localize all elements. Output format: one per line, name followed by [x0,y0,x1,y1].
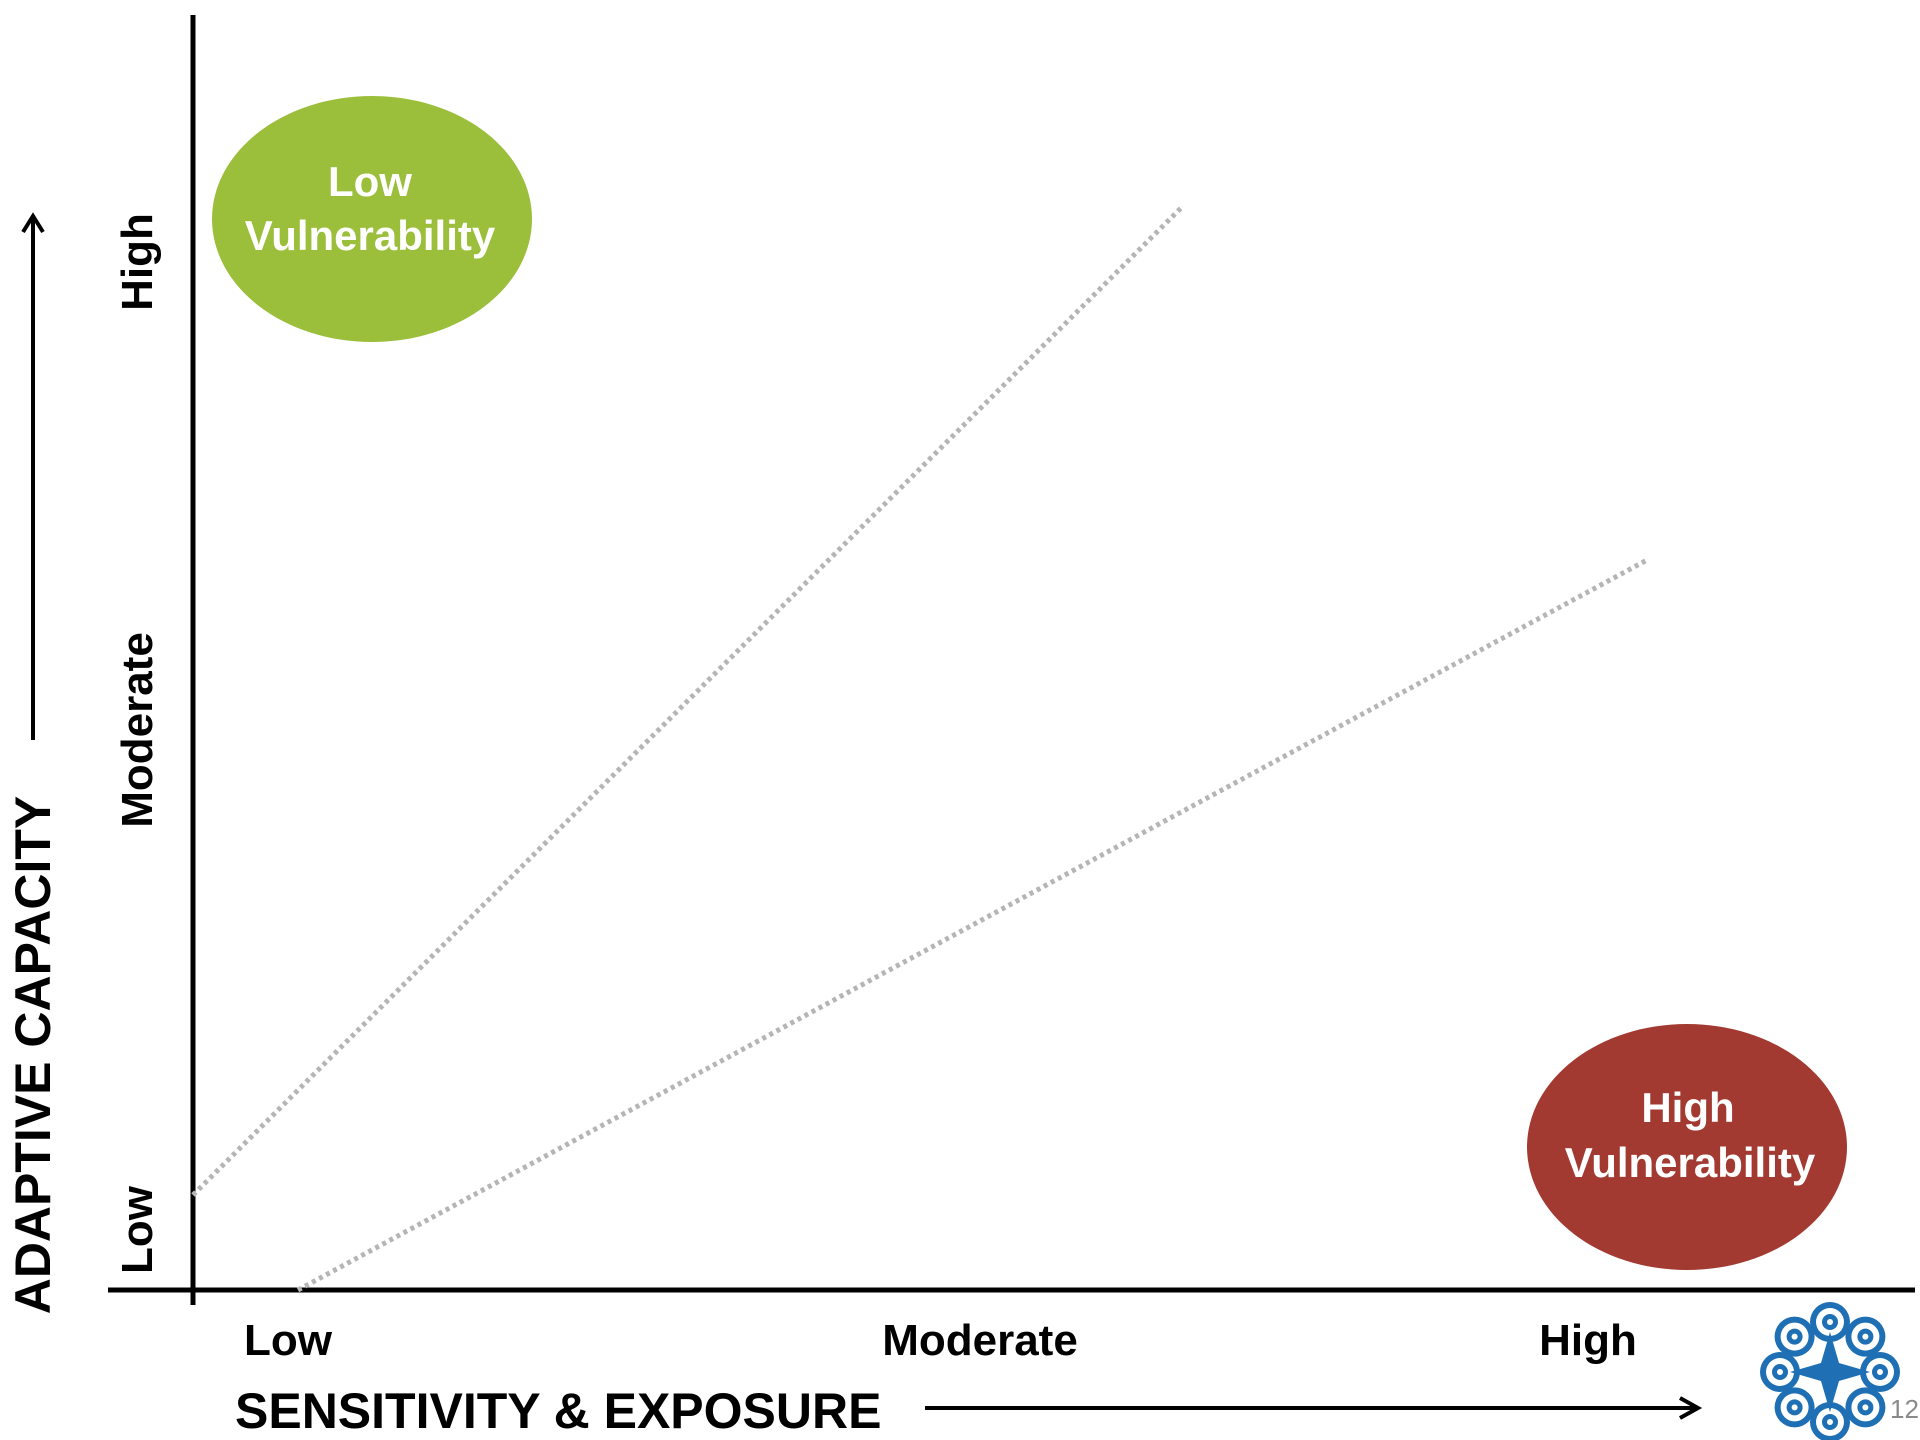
logo-ring [1760,1352,1800,1392]
high-vulnerability-bubble: High Vulnerability [1527,1024,1847,1270]
y-axis-title: ADAPTIVE CAPACITY [5,796,61,1315]
x-axis-title: SENSITIVITY & EXPOSURE [235,1383,881,1439]
high-vulnerability-line2: Vulnerability [1565,1139,1816,1186]
high-vulnerability-ellipse [1527,1024,1847,1270]
low-vulnerability-line2: Vulnerability [245,212,496,259]
flower-logo-icon [1760,1302,1900,1440]
logo-ring [1845,1316,1886,1357]
high-vulnerability-line1: High [1641,1084,1734,1131]
page-number: 12 [1890,1394,1919,1424]
y-tick-low: Low [113,1185,162,1274]
x-tick-low: Low [244,1316,333,1365]
x-tick-high: High [1539,1316,1637,1365]
logo-ring [1810,1402,1850,1440]
y-tick-high: High [113,213,162,311]
low-vulnerability-line1: Low [328,158,412,205]
logo-ring [1810,1302,1850,1342]
y-axis-arrow-head [21,212,45,234]
x-tick-moderate: Moderate [882,1316,1078,1365]
logo-ring [1774,1387,1815,1428]
logo-ring [1845,1387,1886,1428]
x-axis-arrow-head [1679,1396,1703,1420]
y-tick-moderate: Moderate [113,632,162,828]
divider-line-lower [296,557,1649,1293]
logo-ring [1860,1352,1900,1392]
divider-line-upper [191,205,1184,1197]
logo-ring [1774,1316,1815,1357]
low-vulnerability-ellipse [212,96,532,342]
low-vulnerability-bubble: Low Vulnerability [212,96,532,342]
logo-star [1790,1332,1870,1412]
